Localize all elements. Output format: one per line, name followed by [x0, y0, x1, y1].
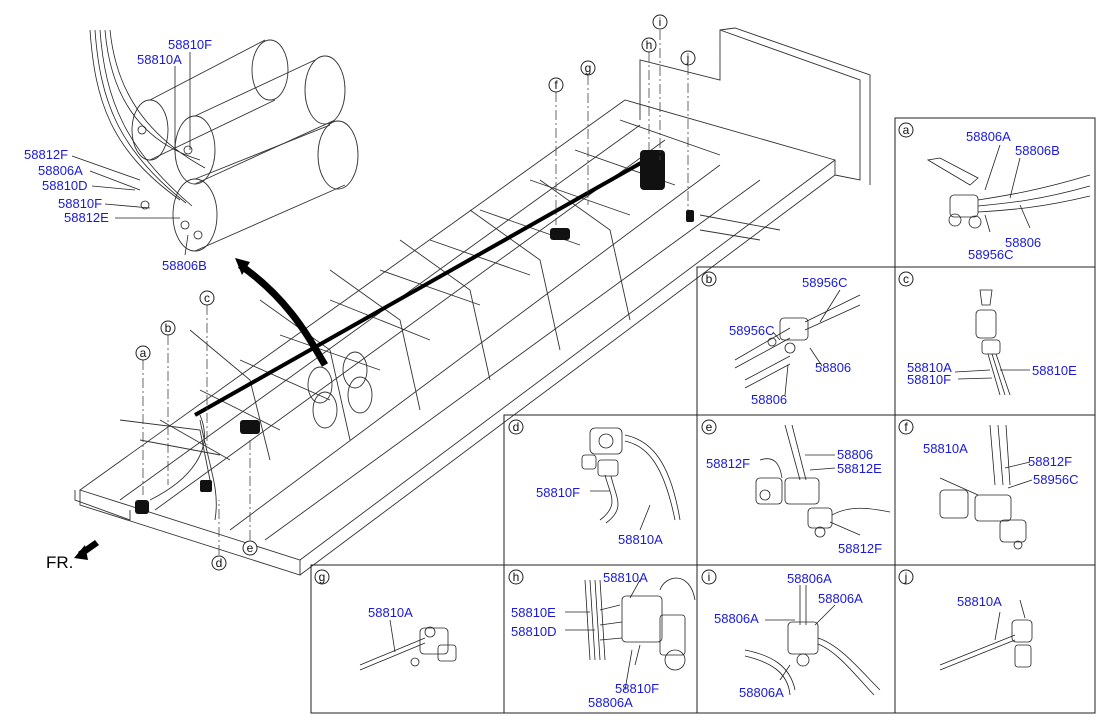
svg-text:58956C: 58956C	[1033, 472, 1079, 487]
callout-j: j	[680, 50, 696, 66]
chassis-frame	[74, 27, 871, 576]
callout-e: e	[242, 540, 258, 556]
label-58812F: 58812F	[24, 147, 68, 162]
main-callouts: a b c d e f g h i j	[135, 14, 696, 571]
svg-text:58810E: 58810E	[1032, 363, 1077, 378]
label-58810F: 58810F	[168, 37, 212, 52]
svg-text:58806A: 58806A	[588, 695, 633, 710]
label-58810A: 58810A	[137, 52, 182, 67]
svg-text:58806: 58806	[837, 447, 873, 462]
svg-text:58810A: 58810A	[618, 532, 663, 547]
svg-text:d: d	[513, 420, 520, 434]
panel-c: c 58810A 58810F 58810E	[898, 271, 1077, 396]
panel-i: i 58806A 58806A 58806A 58806A	[701, 569, 881, 700]
svg-text:58810D: 58810D	[511, 624, 557, 639]
panel-b: b 58956C 58956C 58806 58806	[701, 271, 861, 407]
callout-c: c	[199, 290, 215, 306]
svg-text:58810A: 58810A	[603, 570, 648, 585]
svg-text:j: j	[904, 570, 908, 584]
svg-text:f: f	[554, 78, 558, 92]
direction-arrow	[237, 262, 329, 367]
valve-clusters	[135, 150, 694, 514]
svg-text:g: g	[585, 61, 592, 75]
svg-text:g: g	[319, 570, 326, 584]
svg-text:58812F: 58812F	[706, 456, 750, 471]
label-58806A: 58806A	[38, 163, 83, 178]
svg-text:i: i	[659, 15, 662, 29]
main-air-line	[194, 153, 656, 417]
svg-text:58806A: 58806A	[966, 129, 1011, 144]
svg-text:f: f	[904, 420, 908, 434]
svg-text:b: b	[706, 272, 713, 286]
svg-text:j: j	[686, 51, 690, 65]
svg-text:58810A: 58810A	[907, 360, 952, 375]
svg-text:b: b	[165, 321, 172, 335]
svg-text:58806A: 58806A	[787, 571, 832, 586]
label-58812E: 58812E	[64, 210, 109, 225]
svg-text:e: e	[247, 541, 254, 555]
label-58810D: 58810D	[42, 178, 88, 193]
svg-text:i: i	[708, 570, 711, 584]
svg-text:h: h	[646, 38, 653, 52]
svg-text:58806: 58806	[1005, 235, 1041, 250]
label-58806B: 58806B	[162, 258, 207, 273]
callout-b: b	[160, 320, 176, 336]
svg-text:58812E: 58812E	[837, 461, 882, 476]
svg-text:58956C: 58956C	[729, 323, 775, 338]
svg-text:58806A: 58806A	[714, 611, 759, 626]
svg-text:c: c	[903, 272, 909, 286]
svg-text:58810E: 58810E	[511, 605, 556, 620]
svg-text:58806A: 58806A	[739, 685, 784, 700]
main-leaders	[71, 52, 191, 256]
label-58810F-2: 58810F	[58, 196, 102, 211]
panel-f: f 58810A 58812F 58956C	[898, 419, 1079, 550]
svg-text:a: a	[140, 346, 147, 360]
svg-text:58806B: 58806B	[1015, 143, 1060, 158]
svg-text:c: c	[204, 291, 210, 305]
panel-a: a 58806A 58806B 58806 58956C	[898, 122, 1091, 262]
callout-g: g	[580, 60, 596, 76]
svg-text:58806: 58806	[815, 360, 851, 375]
svg-text:FR.: FR.	[46, 553, 73, 572]
mid-tanks	[307, 351, 373, 429]
main-part-labels: 58810F 58810A 58812F 58806A 58810D 58810…	[24, 37, 212, 273]
svg-text:58806A: 58806A	[818, 591, 863, 606]
svg-text:58956C: 58956C	[968, 247, 1014, 262]
svg-text:58812F: 58812F	[1028, 454, 1072, 469]
svg-text:58810F: 58810F	[907, 372, 951, 387]
front-lines	[149, 414, 217, 521]
svg-text:58810A: 58810A	[957, 594, 1002, 609]
svg-text:58956C: 58956C	[802, 275, 848, 290]
panel-g: g 58810A	[314, 569, 457, 671]
svg-text:58812F: 58812F	[838, 541, 882, 556]
callout-f: f	[548, 77, 564, 93]
svg-text:58810F: 58810F	[536, 485, 580, 500]
callout-leaders	[142, 30, 689, 555]
front-indicator: FR.	[46, 540, 99, 572]
svg-text:58810A: 58810A	[368, 605, 413, 620]
svg-text:h: h	[513, 570, 520, 584]
callout-d: d	[211, 555, 227, 571]
panel-h: h 58810A 58810E 58810D 58810F 58806A	[508, 569, 696, 710]
svg-text:a: a	[903, 123, 910, 137]
detail-panels	[310, 117, 1096, 714]
air-tanks	[89, 29, 359, 252]
panel-d: d 58810F 58810A	[508, 419, 681, 547]
svg-text:d: d	[216, 556, 223, 570]
svg-text:58806: 58806	[751, 392, 787, 407]
callout-i: i	[652, 14, 668, 30]
callout-a: a	[135, 345, 151, 361]
panel-e: e 58806 58812F 58812E 58812F	[701, 419, 891, 556]
svg-text:58810F: 58810F	[615, 681, 659, 696]
callout-h: h	[641, 37, 657, 53]
svg-text:58810A: 58810A	[923, 441, 968, 456]
svg-text:e: e	[706, 420, 713, 434]
panel-j: j 58810A	[898, 569, 1033, 671]
